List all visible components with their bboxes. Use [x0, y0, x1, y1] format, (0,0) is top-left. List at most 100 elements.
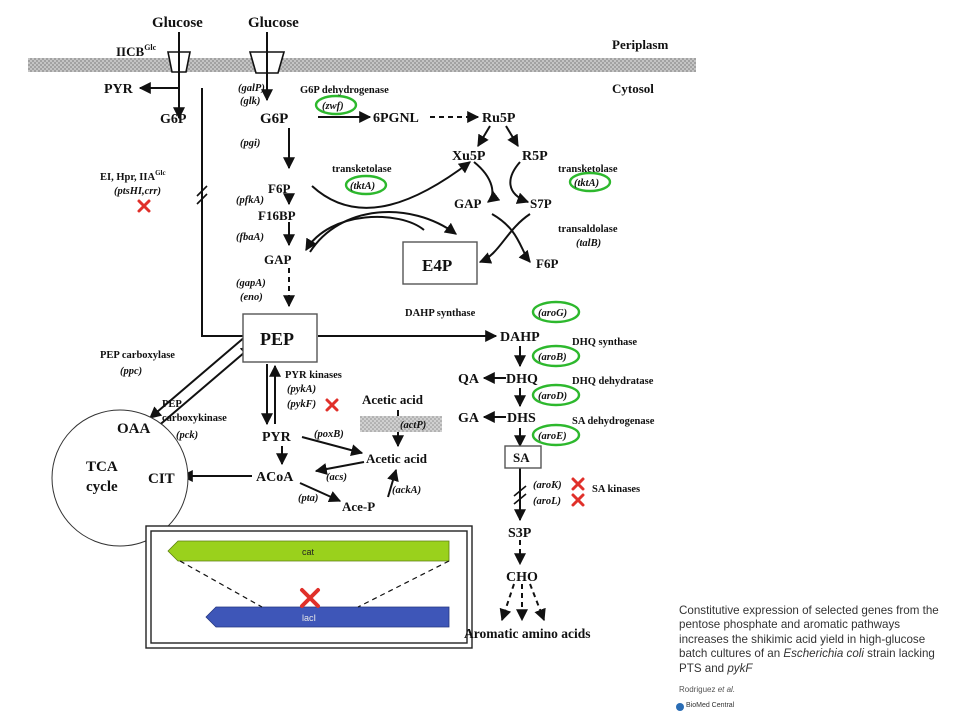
- acetic-acid-external: Acetic acid: [362, 392, 424, 407]
- gene-eno: (eno): [240, 292, 263, 303]
- arod-highlight: [531, 383, 581, 407]
- gene-arol: (aroL): [533, 496, 561, 507]
- cat-gene-bar: [167, 540, 450, 562]
- f6p-right: F6P: [536, 256, 558, 271]
- iicb-label: IICBGlc: [116, 43, 157, 59]
- oaa: OAA: [117, 421, 151, 437]
- periplasm-label: Periplasm: [612, 37, 668, 52]
- gene-glk: (glk): [240, 96, 260, 107]
- arrow-gap-f6p-right: [491, 213, 531, 263]
- arrow-e4p-gap: [305, 215, 425, 252]
- gene-pykf: (pykF): [287, 399, 316, 410]
- aroe-highlight: [531, 423, 581, 447]
- pep-carboxylase: PEP carboxylase: [100, 350, 175, 361]
- pyr: PYR: [262, 430, 292, 445]
- caption-gene: pykF: [727, 661, 753, 675]
- gene-acs: (acs): [326, 472, 347, 483]
- gene-pta: (pta): [298, 493, 318, 504]
- caption-text-2: strain lacking PTS and: [679, 647, 935, 675]
- arol-knockout-icon: [571, 493, 585, 507]
- arrow-ru5p-xu5p: [477, 125, 491, 148]
- sa-dehydrogenase: SA dehydrogenase: [572, 416, 655, 427]
- arob-highlight: [531, 344, 581, 368]
- ace-p: Ace-P: [342, 499, 375, 514]
- tca-label-1: TCA: [86, 459, 118, 475]
- gene-aroe: (aroE): [538, 431, 567, 442]
- arrow-r5p-s7p: [509, 161, 530, 204]
- gene-arok: (aroK): [533, 480, 562, 491]
- gene-pyka: (pykA): [287, 384, 316, 395]
- pts-return-line: [201, 88, 244, 337]
- pts-enzymes: EI, Hpr, IIAGlc: [100, 169, 166, 183]
- caption-author: Rodriguez et al.: [679, 685, 736, 694]
- insert-knockout-icon: [300, 588, 320, 608]
- f6p: F6P: [268, 181, 290, 196]
- insert-dash-right: [357, 560, 450, 608]
- gene-fbaa: (fbaA): [236, 232, 264, 243]
- arrow-pep-oaa: [149, 335, 247, 419]
- gene-ppc: (ppc): [120, 366, 142, 377]
- r5p: R5P: [522, 149, 548, 164]
- arrow-ru5p-r5p: [505, 125, 519, 148]
- gene-tkta-2: (tktA): [574, 178, 599, 189]
- arrow-oaa-pep: [155, 345, 253, 429]
- dahp-synthase: DAHP synthase: [405, 308, 476, 319]
- arrow-gap-e4p: [309, 211, 457, 253]
- dhq-dehydratase: DHQ dehydratase: [572, 376, 654, 387]
- actp-transporter: [360, 416, 442, 432]
- sa-kinase-break: [513, 485, 527, 505]
- sa: SA: [513, 450, 530, 465]
- pep-carboxykinase-2: carboxykinase: [162, 413, 227, 424]
- ru5p: Ru5P: [482, 111, 516, 126]
- gene-galp: (galP): [238, 83, 265, 94]
- arrow-xu5p-gap-right: [473, 161, 501, 203]
- dahp: DAHP: [500, 330, 540, 345]
- cat-label: cat: [302, 547, 315, 557]
- gene-tkta-1: (tktA): [350, 181, 375, 192]
- tkta-highlight-1: [344, 174, 388, 196]
- qa: QA: [458, 372, 480, 387]
- tkta-highlight-2: [568, 171, 612, 193]
- pyr-kinases: PYR kinases: [285, 370, 342, 381]
- laci-label: lacI: [302, 613, 316, 623]
- arrow-s7p-e4p: [478, 213, 531, 264]
- insert-frame-inner: [150, 530, 468, 644]
- transketolase-2: transketolase: [558, 164, 618, 175]
- glucose-right: Glucose: [248, 15, 299, 31]
- biomed-central-logo-icon: [676, 703, 684, 711]
- tca-label-2: cycle: [86, 479, 118, 495]
- gene-pgi: (pgi): [240, 138, 260, 149]
- acetic-acid: Acetic acid: [366, 451, 428, 466]
- xu5p: Xu5P: [452, 149, 486, 164]
- transaldolase: transaldolase: [558, 224, 618, 235]
- arok-knockout-icon: [571, 477, 585, 491]
- aromatic-amino-acids: Aromatic amino acids: [464, 626, 591, 641]
- arrow-cho-aa-left: [499, 583, 515, 622]
- figure-caption: Constitutive expression of selected gene…: [679, 604, 947, 676]
- pykf-knockout-icon: [325, 398, 339, 412]
- arrow-f6p-xu5p: [311, 161, 471, 209]
- caption-text-1: Constitutive expression of selected gene…: [679, 604, 939, 661]
- sa-box: [504, 445, 542, 469]
- gene-zwf: (zwf): [322, 101, 344, 112]
- pep-box: [242, 313, 318, 363]
- arog-highlight: [531, 300, 581, 324]
- dhq: DHQ: [506, 372, 538, 387]
- gene-arob: (aroB): [538, 352, 567, 363]
- cit: CIT: [148, 471, 175, 487]
- pep-carboxykinase-1: PEP: [162, 399, 182, 410]
- e4p: E4P: [422, 256, 452, 275]
- pep: PEP: [260, 329, 294, 349]
- ga: GA: [458, 411, 480, 426]
- caption-species: Escherichia coli: [783, 647, 864, 661]
- publisher-name: BioMed Central: [686, 702, 735, 709]
- arrow-cho-aa-right: [529, 583, 546, 622]
- tca-cycle-circle: [51, 409, 189, 547]
- gene-ptshi: (ptsHI,crr): [114, 186, 161, 197]
- arrow-pyr-acetic: [301, 436, 364, 457]
- s7p: S7P: [530, 196, 552, 211]
- arrow-acetic-acoa: [314, 461, 365, 475]
- gene-gapa: (gapA): [236, 278, 266, 289]
- pts-break: [196, 185, 208, 205]
